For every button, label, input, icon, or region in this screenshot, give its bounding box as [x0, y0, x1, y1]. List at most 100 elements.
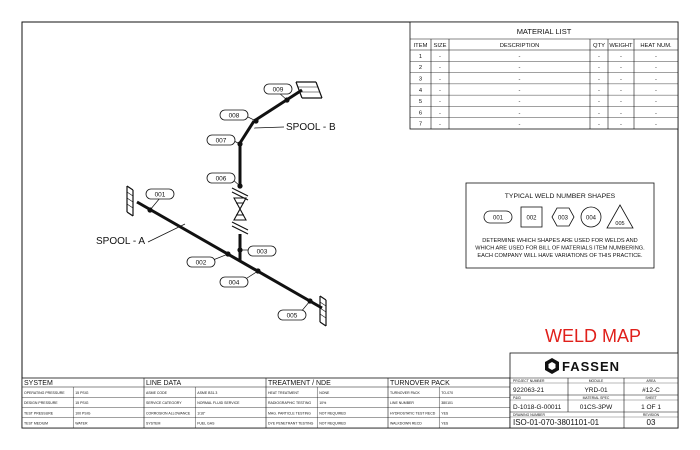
material-cell: - — [620, 99, 622, 105]
title-block-label: SHEET — [645, 396, 656, 400]
flange-end-icon — [319, 295, 327, 327]
material-cell: 6 — [419, 110, 422, 116]
title-block: FASSEN PROJECT NUMBER922063-21MODULEYRD-… — [509, 352, 679, 429]
title-block-label: MATERIAL SPEC — [583, 396, 610, 400]
square-shape-icon — [520, 206, 543, 228]
material-list-frame — [409, 21, 679, 130]
circle-shape-icon — [580, 206, 602, 228]
info-section-title: TURNOVER PACK — [390, 380, 450, 387]
material-cell: 4 — [419, 88, 423, 94]
info-value: 1/16" — [197, 411, 206, 415]
material-cell: - — [598, 99, 600, 105]
weld-label-005: 005 — [287, 313, 298, 320]
material-header: QTY — [593, 43, 605, 49]
material-cell: - — [655, 122, 657, 128]
material-cell: - — [598, 76, 600, 82]
weld-map-title: WELD MAP — [545, 326, 641, 346]
info-value: YES — [441, 422, 449, 426]
legend-note-line-3: EACH COMPANY WILL HAVE VARIATIONS OF THI… — [477, 253, 643, 259]
legend-shape-hexagon-label: 003 — [558, 216, 569, 222]
info-label: WALKDOWN RECD — [390, 422, 422, 426]
material-cell: - — [620, 122, 622, 128]
weld-label-002: 002 — [196, 260, 207, 267]
pipe-isometric: 001 002 003 004 005 006 007 008 009 SPOO… — [96, 81, 336, 327]
info-value: 15 PSIG — [75, 401, 89, 405]
info-value: NONE — [319, 391, 330, 395]
material-cell: - — [519, 99, 521, 105]
info-label: TEST PRESSURE — [24, 411, 54, 415]
material-cell: - — [655, 88, 657, 94]
info-label: RADIOGRAPHIC TESTING — [268, 401, 311, 405]
material-cell: - — [439, 65, 441, 71]
legend-shape-oval-label: 001 — [493, 216, 504, 222]
material-cell: - — [620, 88, 622, 94]
title-block-label: PROJECT NUMBER — [513, 379, 545, 383]
title-block-value: 922063-21 — [513, 387, 544, 394]
material-cell: 3 — [419, 76, 422, 82]
spool-b-run — [253, 88, 303, 123]
material-cell: 1 — [419, 54, 422, 60]
info-label: CORROSION ALLOWANCE — [146, 411, 191, 415]
material-header: ITEM — [414, 43, 428, 49]
legend-shape-circle-label: 004 — [586, 216, 597, 222]
info-label: SERVICE CATEGORY — [146, 401, 182, 405]
title-block-value: 03 — [647, 418, 656, 427]
material-header: WEIGHT — [609, 43, 633, 49]
info-section-title: LINE DATA — [146, 380, 181, 387]
material-cell: 5 — [419, 99, 422, 105]
weld-label-001: 001 — [155, 192, 166, 199]
title-block-value: 1 OF 1 — [641, 404, 661, 411]
legend-shape-triangle-label: 005 — [615, 221, 624, 227]
material-cell: - — [439, 99, 441, 105]
material-cell: - — [655, 65, 657, 71]
info-value: NORMAL FLUID SERVICE — [197, 401, 240, 405]
material-cell: - — [519, 65, 521, 71]
material-cell: - — [519, 122, 521, 128]
title-block-value: #12-C — [642, 387, 660, 394]
material-cell: - — [620, 76, 622, 82]
info-label: DESIGN PRESSURE — [24, 401, 58, 405]
info-value: 100 PSIG — [75, 411, 90, 415]
material-header: HEAT NUM. — [640, 43, 672, 49]
material-cell: - — [439, 110, 441, 116]
title-block-label: REVISION — [643, 413, 660, 417]
material-cell: - — [519, 110, 521, 116]
hexagon-shape-icon — [551, 207, 575, 227]
material-cell: - — [439, 76, 441, 82]
weld-label-007: 007 — [216, 138, 227, 145]
title-block-label: P&ID — [513, 396, 521, 400]
title-block-label: DRAWING NUMBER — [513, 413, 545, 417]
title-block-value: D-1018-G-00011 — [513, 404, 562, 411]
title-block-label: AREA — [646, 379, 656, 383]
info-value: ASME B31.3 — [197, 391, 217, 395]
weld-shape-legend: TYPICAL WELD NUMBER SHAPES 001 002 003 0… — [465, 182, 655, 269]
weld-label-008: 008 — [229, 113, 240, 120]
legend-shape-square-label: 002 — [526, 216, 537, 222]
info-value: NOT REQUIRED — [319, 422, 346, 426]
title-block-value: YRD-01 — [584, 387, 608, 394]
material-cell: - — [620, 65, 622, 71]
info-section-title: TREATMENT / NDE — [268, 380, 331, 387]
flange-b-icon — [295, 81, 323, 99]
material-cell: - — [519, 54, 521, 60]
info-section-title: SYSTEM — [24, 380, 53, 387]
legend-note-line-1: DETERMINE WHICH SHAPES ARE USED FOR WELD… — [482, 238, 637, 244]
material-header: SIZE — [434, 43, 447, 49]
material-header: DESCRIPTION — [500, 43, 540, 49]
material-cell: - — [620, 110, 622, 116]
title-block-value: 01CS-3PW — [580, 404, 613, 411]
material-cell: - — [655, 99, 657, 105]
material-cell: - — [655, 54, 657, 60]
flange-a-icon — [126, 185, 134, 217]
weld-label-006: 006 — [216, 176, 227, 183]
material-cell: 2 — [419, 65, 422, 71]
weld-label-004: 004 — [229, 280, 240, 287]
info-value: 15 PSIG — [75, 391, 89, 395]
material-cell: - — [598, 54, 600, 60]
material-cell: - — [655, 76, 657, 82]
info-label: TURNOVER PACK — [390, 391, 421, 395]
material-cell: - — [620, 54, 622, 60]
info-label: DYE PENETRANT TESTING — [268, 422, 314, 426]
